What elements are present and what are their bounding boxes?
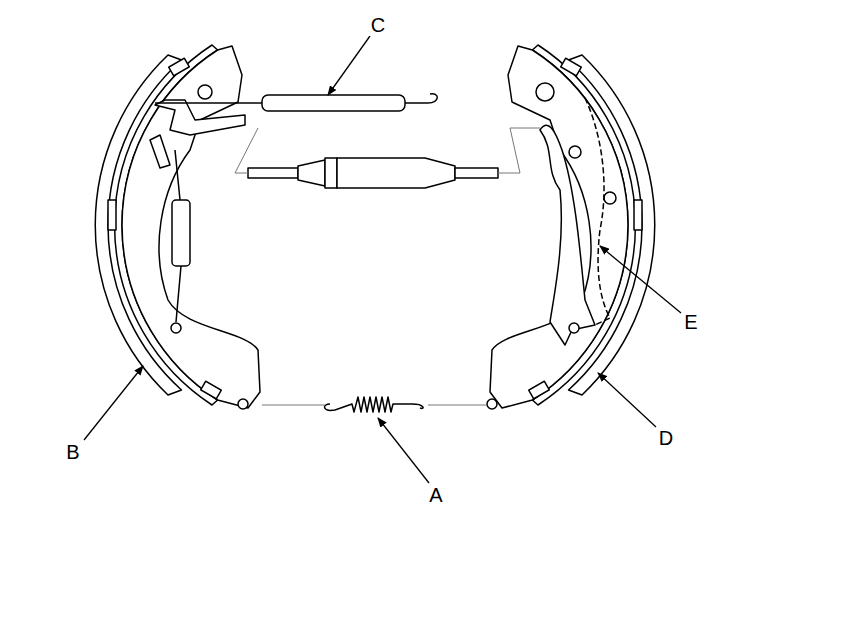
callout-letter: D — [657, 427, 675, 449]
callout-letter: C — [369, 14, 387, 36]
left-shoe — [95, 45, 260, 409]
parking-lever — [585, 98, 610, 325]
callout-letter: B — [64, 441, 81, 463]
adjuster-strut — [248, 158, 498, 188]
leader-lines — [84, 36, 681, 483]
parking-lever-arm — [540, 125, 595, 345]
lower-spring — [325, 397, 424, 412]
callout-letter: A — [427, 484, 444, 506]
right-shoe — [487, 45, 655, 409]
callout-letter: E — [682, 311, 699, 333]
